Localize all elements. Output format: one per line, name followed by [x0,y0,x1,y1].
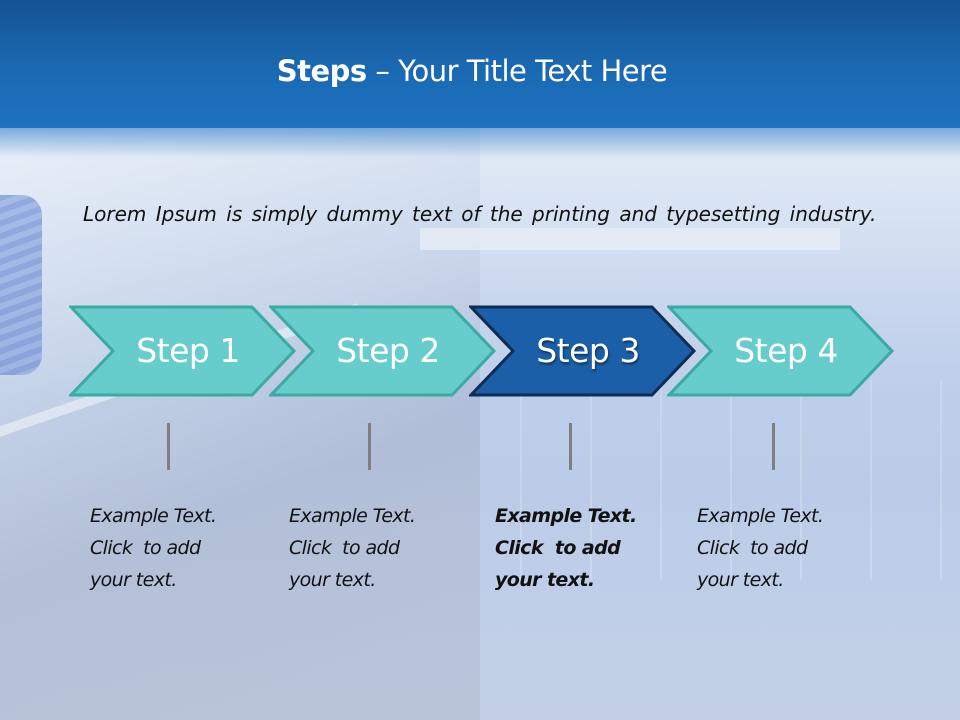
desc-line: your text. [697,569,784,591]
title-bar [0,0,960,128]
step-3-chevron-active[interactable]: Step 3 [469,305,697,397]
step-4-connector [772,423,775,470]
desc-line: Example Text. [495,505,637,527]
step-1-connector [167,423,170,470]
step-1-label: Step 1 [136,331,240,370]
chevron-shape-icon [269,305,497,397]
step-1-chevron[interactable]: Step 1 [69,305,297,397]
desc-line: Example Text. [90,505,217,527]
desc-line: Click to add [289,537,400,559]
desc-line: Click to add [697,537,808,559]
chevron-shape-icon [69,305,297,397]
title-bar-fade [0,128,960,158]
desc-line: Example Text. [697,505,824,527]
step-2-chevron[interactable]: Step 2 [269,305,497,397]
step-4-chevron[interactable]: Step 4 [667,305,895,397]
desc-line: your text. [90,569,177,591]
chevron-shape-icon [667,305,895,397]
step-3-label: Step 3 [536,331,640,370]
step-4-description[interactable]: Example Text. Click to add your text. [697,500,867,596]
step-4-label: Step 4 [734,331,838,370]
step-2-connector [368,423,371,470]
step-3-description-active[interactable]: Example Text. Click to add your text. [495,500,665,596]
steps-process: Step 1 Step 2 Step 3 Step 4 [69,305,899,397]
background-rope [0,195,42,375]
desc-line: Click to add [90,537,201,559]
desc-line: your text. [495,569,595,591]
desc-line: your text. [289,569,376,591]
desc-line: Click to add [495,537,621,559]
desc-line: Example Text. [289,505,416,527]
background-dock [420,228,840,250]
background-photo-boat [0,128,480,720]
slide-title[interactable]: Steps – Your Title Text Here [0,54,944,88]
background-photo-marina [480,128,960,720]
slide-title-bold: Steps [276,54,367,88]
intro-text[interactable]: Lorem Ipsum is simply dummy text of the … [83,202,877,226]
step-3-connector [569,423,572,470]
chevron-shape-icon [469,305,697,397]
background-water [480,380,960,580]
step-2-label: Step 2 [336,331,440,370]
slide-title-rest: – Your Title Text Here [366,54,668,88]
step-2-description[interactable]: Example Text. Click to add your text. [289,500,459,596]
step-1-description[interactable]: Example Text. Click to add your text. [90,500,260,596]
